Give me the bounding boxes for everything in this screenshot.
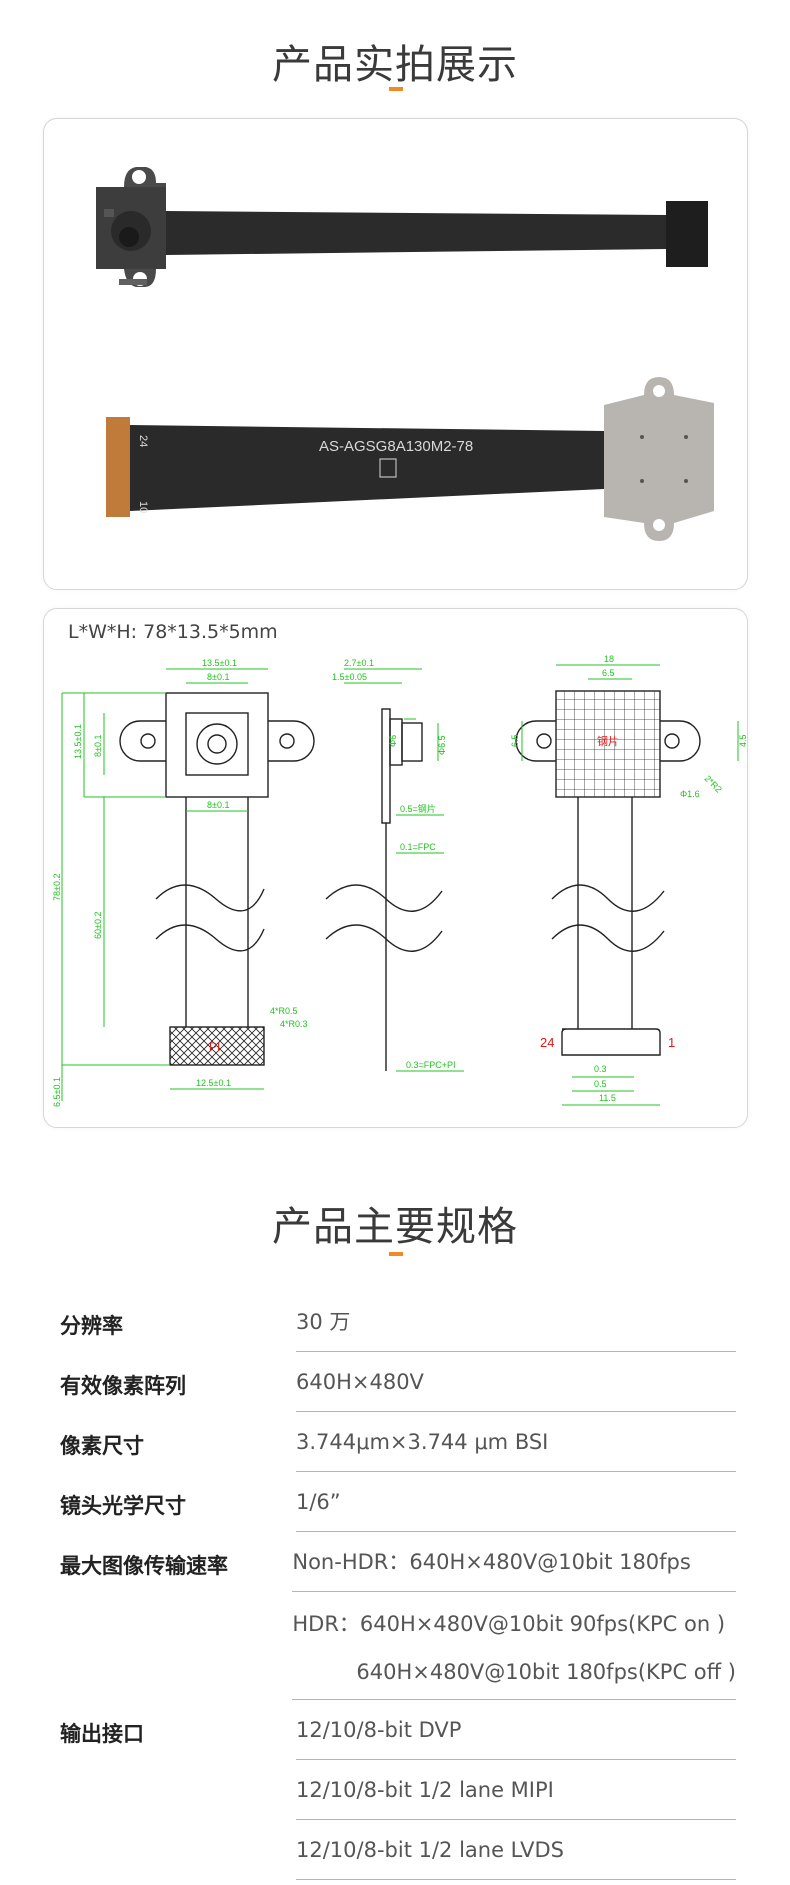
spec-key: 镜头光学尺寸 (60, 1494, 186, 1518)
section-title-photos: 产品实拍展示 (272, 42, 518, 88)
side-view (325, 708, 443, 1071)
dim-front-conn-w: 12.5±0.1 (196, 1078, 231, 1088)
dim-back-w2: 6.5 (602, 668, 615, 678)
dim-front-len-total: 78±0.2 (52, 874, 62, 901)
back-dimension-lines (521, 664, 739, 1106)
spec-key: 最大图像传输速率 (60, 1554, 228, 1578)
title-accent-bar (389, 87, 403, 91)
dim-back-cw: 11.5 (599, 1093, 616, 1103)
pin24-label: 24 (540, 1035, 554, 1050)
spec-value: 640H×480V (296, 1352, 736, 1412)
spec-row: 有效像素阵列 640H×480V (60, 1352, 736, 1412)
title-accent-bar-2 (389, 1252, 403, 1256)
product-photo: AS-AGSG8A130M2-78 24 10 (96, 167, 714, 541)
spec-row: 最大图像传输速率 Non-HDR：640H×480V@10bit 180fps … (60, 1532, 736, 1700)
dim-front-w-outer: 13.5±0.1 (202, 658, 237, 668)
dim-side-d1: Φ6 (388, 735, 398, 747)
section-title-specs: 产品主要规格 (272, 1204, 518, 1250)
side-dimension-lines (344, 668, 464, 1072)
product-photo-card: AS-AGSG8A130M2-78 24 10 (43, 118, 748, 590)
pin-label-top: 24 (137, 435, 149, 447)
dim-back-w: 18 (604, 654, 614, 664)
spec-row: 像素尺寸 3.744μm×3.744 μm BSI (60, 1412, 736, 1472)
spec-key: 输出接口 (60, 1722, 144, 1746)
dim-side-stiff: 0.5=钢片 (400, 803, 436, 814)
dim-front-r1: 4*R0.5 (270, 1006, 298, 1016)
dimensions-label: L*W*H: 78*13.5*5mm (68, 621, 278, 643)
dim-back-h1: 6.5 (510, 734, 520, 747)
dim-back-hole: Φ1.6 (680, 789, 700, 799)
spec-key: 分辨率 (60, 1314, 123, 1338)
dim-front-len-cable: 60±0.2 (93, 912, 103, 939)
dim-side-d2: Φ6.5 (437, 735, 447, 755)
dimension-drawing: 13.5±0.1 8±0.1 13.5±0.1 8±0.1 8±0.1 78±0… (52, 654, 748, 1107)
dim-side-t2: 1.5±0.05 (332, 672, 367, 682)
spec-value-hdr-line2: 640H×480V@10bit 180fps(KPC off ) (356, 1660, 736, 1684)
front-dimension-lines (61, 668, 268, 1101)
spec-value: 12/10/8-bit 1/2 lane MIPI (296, 1760, 736, 1820)
spec-value: Non-HDR：640H×480V@10bit 180fps (292, 1532, 736, 1592)
module-back-photo: AS-AGSG8A130M2-78 24 10 (106, 377, 714, 541)
dim-front-neck: 8±0.1 (207, 800, 229, 810)
dim-front-h-left: 13.5±0.1 (73, 724, 83, 759)
side-dimension-text: 2.7±0.1 1.5±0.05 Φ6 Φ6.5 0.5=钢片 0.1=FPC … (332, 658, 456, 1070)
pin-label-bottom: 10 (137, 501, 149, 513)
spec-key: 像素尺寸 (60, 1434, 144, 1458)
front-dimension-text: 13.5±0.1 8±0.1 13.5±0.1 8±0.1 8±0.1 78±0… (52, 658, 308, 1107)
module-front-photo (96, 167, 708, 287)
spec-table: 分辨率 30 万 有效像素阵列 640H×480V 像素尺寸 3.744μm×3… (60, 1292, 736, 1880)
back-view (515, 690, 701, 1056)
spec-value: 30 万 (296, 1292, 736, 1352)
dim-front-w-inner: 8±0.1 (207, 672, 229, 682)
dimension-drawing-card: L*W*H: 78*13.5*5mm 13.5±0.1 (43, 608, 748, 1128)
spec-value-hdr: HDR：640H×480V@10bit 90fps(KPC on ) 640H×… (292, 1592, 736, 1700)
dim-back-h2: 4.5 (738, 734, 748, 747)
dim-back-angle: 2*R2 (703, 773, 724, 794)
spec-value: 3.744μm×3.744 μm BSI (296, 1412, 736, 1472)
spec-row: 分辨率 30 万 (60, 1292, 736, 1352)
dim-back-p2: 0.5 (594, 1079, 607, 1089)
dim-front-len-end: 6.5±0.1 (52, 1077, 62, 1107)
spec-value: 1/6” (296, 1472, 736, 1532)
dim-side-fpc-pi: 0.3=FPC+PI (406, 1060, 456, 1070)
dim-front-r2: 4*R0.3 (280, 1019, 308, 1029)
pin1-label: 1 (668, 1035, 675, 1050)
steel-label: 钢片 (597, 735, 619, 748)
spec-row: 镜头光学尺寸 1/6” (60, 1472, 736, 1532)
front-view (119, 692, 315, 1066)
dim-back-p1: 0.3 (594, 1064, 607, 1074)
spec-value: 12/10/8-bit DVP (296, 1700, 736, 1760)
dim-side-fpc: 0.1=FPC (400, 842, 436, 852)
spec-key: 有效像素阵列 (60, 1374, 186, 1398)
spec-value: 12/10/8-bit 1/2 lane LVDS (296, 1820, 736, 1880)
spec-value-hdr-line1: HDR：640H×480V@10bit 90fps(KPC on ) (292, 1612, 726, 1636)
cable-marking-text: AS-AGSG8A130M2-78 (319, 438, 473, 455)
pi-label: PI (209, 1040, 220, 1054)
dim-side-t1: 2.7±0.1 (344, 658, 374, 668)
spec-row: 输出接口 12/10/8-bit DVP 12/10/8-bit 1/2 lan… (60, 1700, 736, 1880)
dim-front-h-inner: 8±0.1 (93, 735, 103, 757)
